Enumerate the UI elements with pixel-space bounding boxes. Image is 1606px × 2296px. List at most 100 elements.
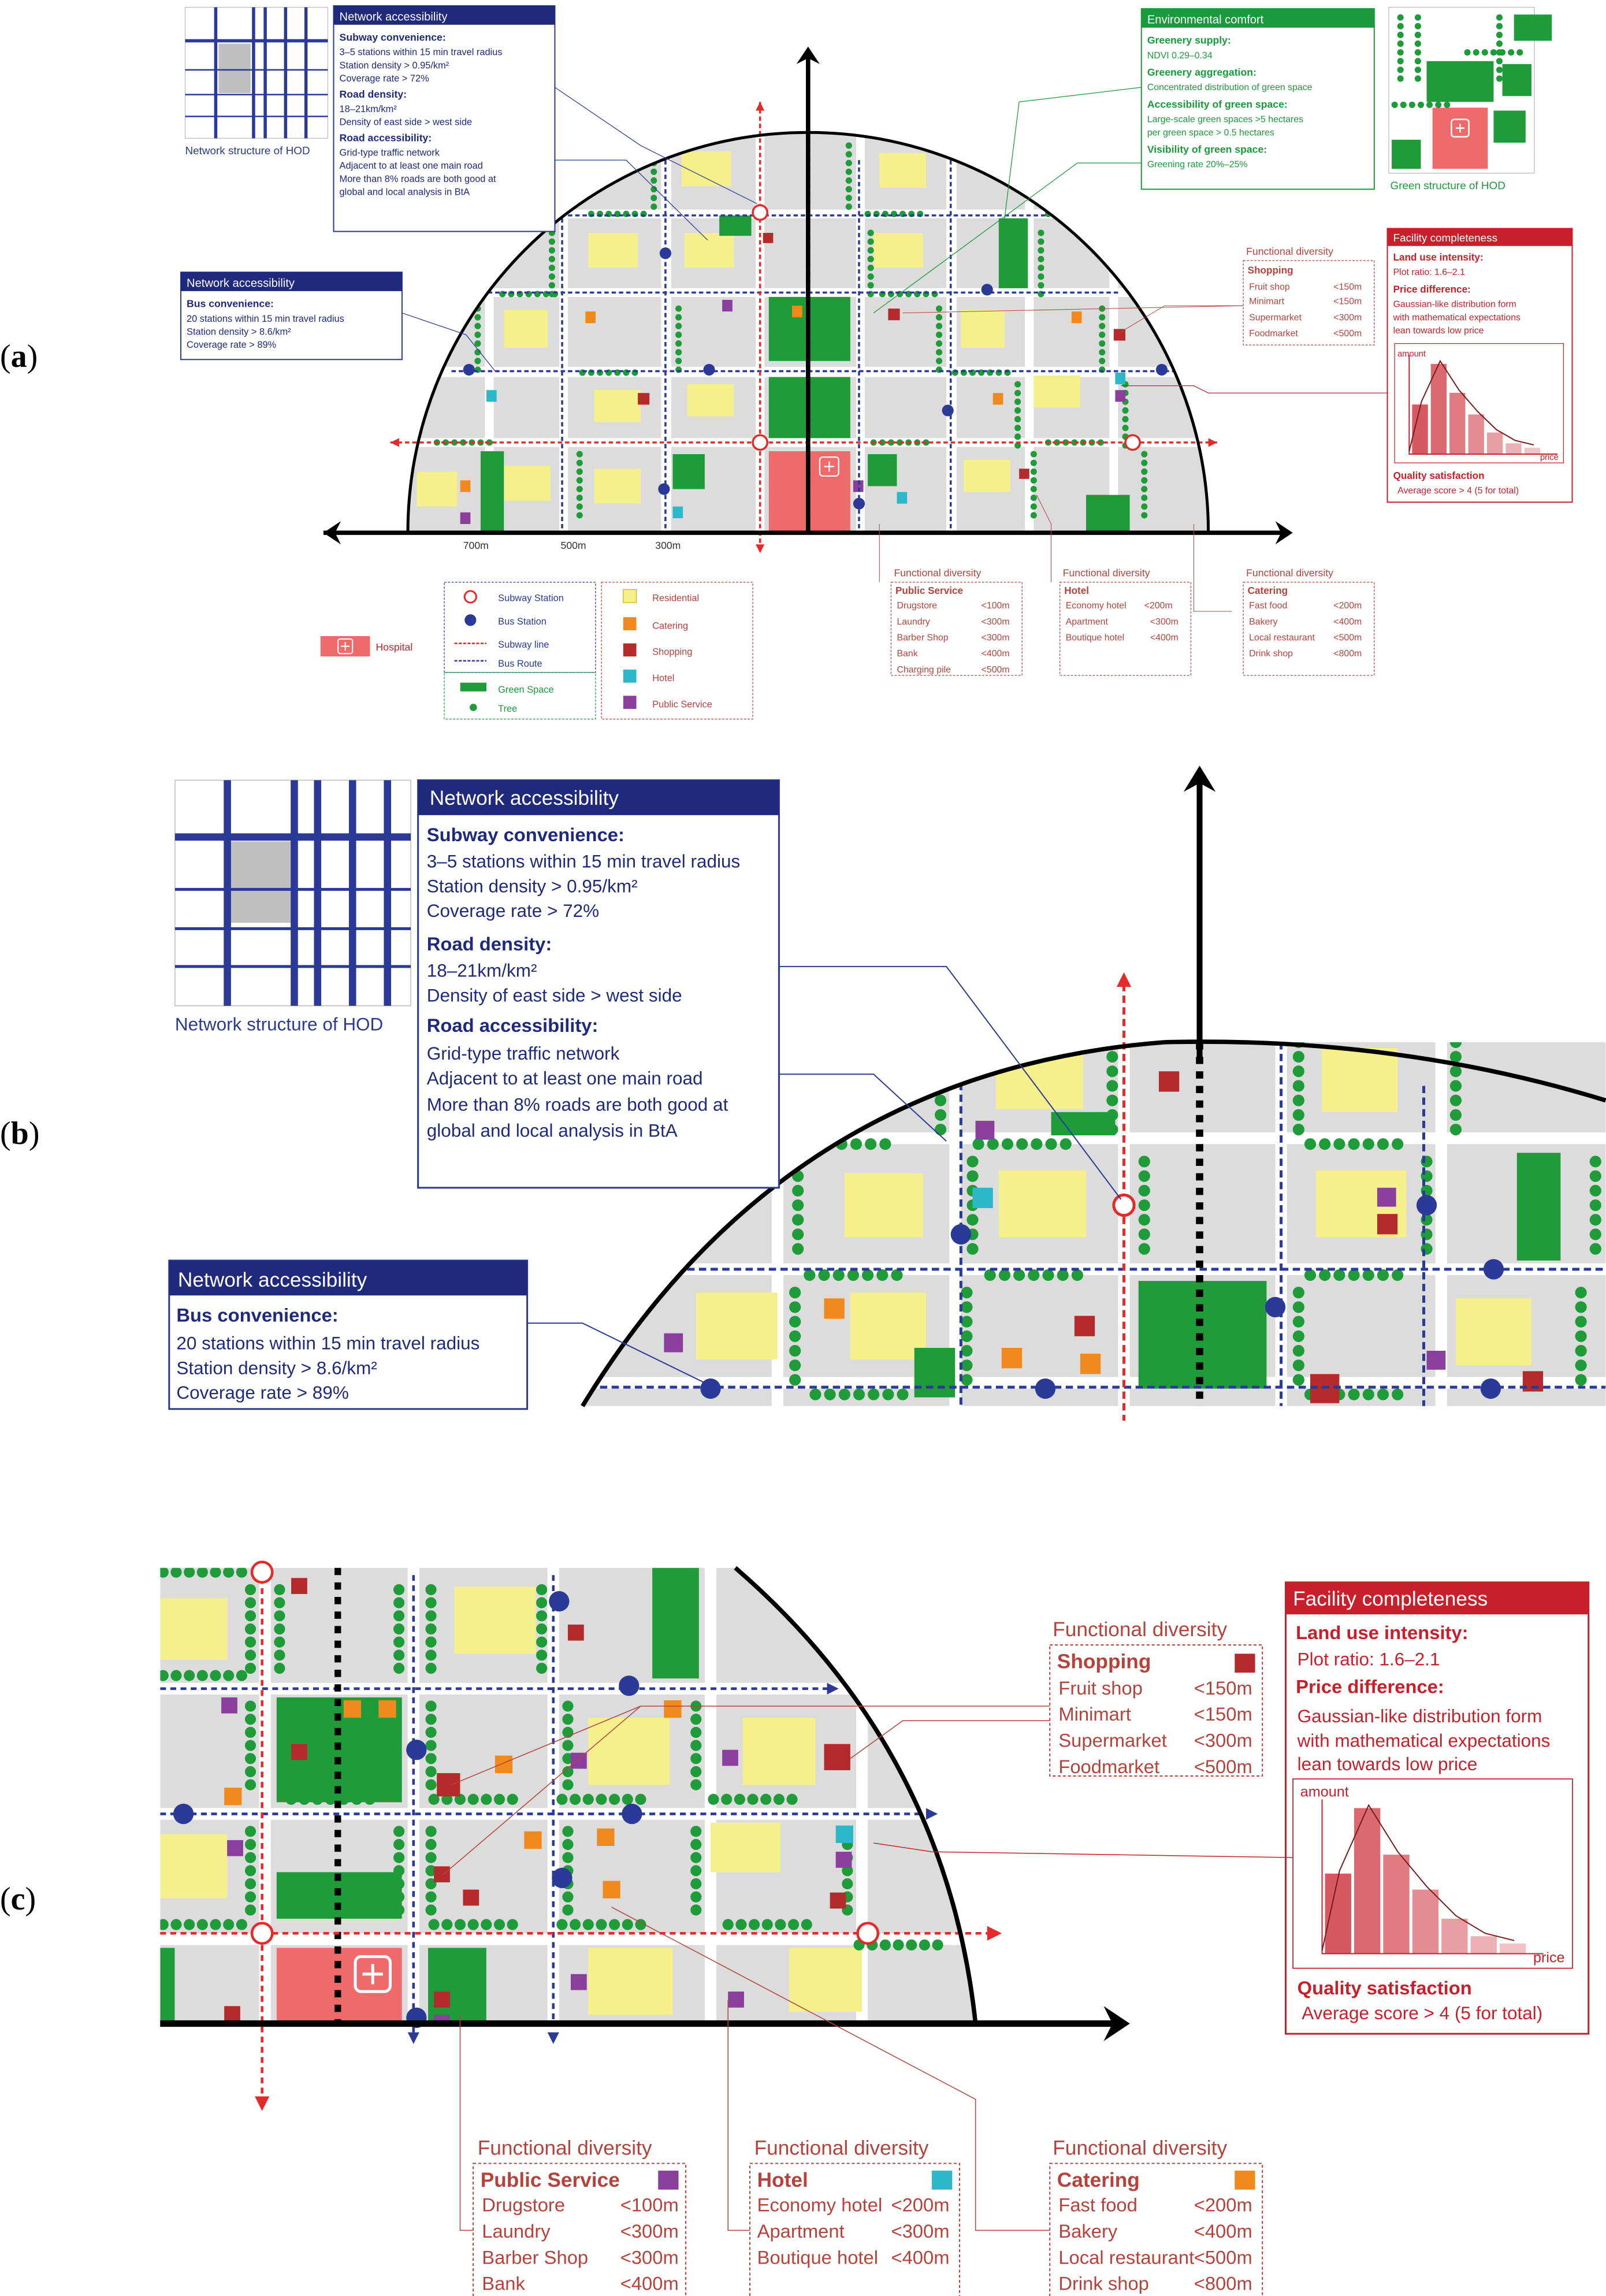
svg-text:Bank: Bank xyxy=(482,2273,525,2294)
svg-text:Green Space: Green Space xyxy=(498,685,553,695)
histogram-bar xyxy=(1470,1936,1497,1954)
svg-text:Plot ratio: 1.6–2.1: Plot ratio: 1.6–2.1 xyxy=(1298,1648,1440,1669)
histogram-bar xyxy=(1412,1889,1439,1954)
svg-text:Boutique hotel: Boutique hotel xyxy=(1066,633,1124,643)
svg-text:Foodmarket: Foodmarket xyxy=(1249,329,1298,339)
svg-text:Fruit shop: Fruit shop xyxy=(1058,1677,1143,1699)
panel-a-label: (a) xyxy=(0,339,38,374)
svg-text:Grid-type traffic network: Grid-type traffic network xyxy=(427,1043,620,1064)
svg-text:<400m: <400m xyxy=(1333,617,1362,627)
svg-text:Charging pile: Charging pile xyxy=(897,665,951,675)
svg-text:Adjacent to at least one main: Adjacent to at least one main road xyxy=(340,161,483,171)
svg-text:Hospital: Hospital xyxy=(376,641,413,653)
svg-text:Functional diversity: Functional diversity xyxy=(478,2137,652,2159)
svg-text:<200m: <200m xyxy=(1333,601,1362,611)
svg-text:<400m: <400m xyxy=(620,2273,679,2294)
svg-text:<400m: <400m xyxy=(1194,2220,1252,2242)
svg-text:Average score > 4 (5 for total: Average score > 4 (5 for total) xyxy=(1397,486,1519,496)
panel-b-label: (b) xyxy=(0,1116,40,1151)
svg-text:Station density > 8.6/km²: Station density > 8.6/km² xyxy=(187,326,291,337)
histogram-bar xyxy=(1505,443,1522,455)
svg-text:Drugstore: Drugstore xyxy=(897,601,938,611)
svg-text:Price difference:: Price difference: xyxy=(1393,283,1471,295)
svg-text:global and local analysis in B: global and local analysis in BtA xyxy=(340,187,470,198)
svg-text:Price difference:: Price difference: xyxy=(1296,1675,1444,1697)
svg-text:Drugstore: Drugstore xyxy=(482,2194,565,2216)
svg-text:<300m: <300m xyxy=(891,2220,949,2242)
svg-text:Local restaurant: Local restaurant xyxy=(1058,2246,1194,2268)
svg-text:<200m: <200m xyxy=(891,2194,949,2216)
environmental-comfort-box: Environmental comfort Greenery supply: N… xyxy=(1140,8,1375,190)
svg-text:Catering: Catering xyxy=(652,621,688,631)
svg-text:Functional diversity: Functional diversity xyxy=(1246,246,1333,257)
histogram-bar xyxy=(1524,448,1541,455)
svg-text:<150m: <150m xyxy=(1333,297,1362,307)
svg-text:Drink shop: Drink shop xyxy=(1249,649,1293,659)
svg-text:<300m: <300m xyxy=(1150,617,1179,627)
svg-text:Hotel: Hotel xyxy=(1064,585,1089,596)
svg-text:Road accessibility:: Road accessibility: xyxy=(340,132,432,143)
svg-text:3–5 stations within 15 min tra: 3–5 stations within 15 min travel radius xyxy=(427,851,741,872)
svg-text:<800m: <800m xyxy=(1194,2273,1252,2294)
svg-text:lean towards low price: lean towards low price xyxy=(1393,326,1484,336)
histogram-bar xyxy=(1383,1855,1410,1954)
facility-completeness-box-c: Facility completeness Land use intensity… xyxy=(1285,1581,1590,2035)
panel-c-label: (c) xyxy=(0,1881,36,1917)
svg-text:amount: amount xyxy=(1397,350,1426,359)
svg-text:Network accessibility: Network accessibility xyxy=(340,10,448,23)
svg-text:More than 8% roads are both go: More than 8% roads are both good at xyxy=(427,1094,728,1114)
svg-text:Fast food: Fast food xyxy=(1058,2194,1137,2216)
svg-text:Grid-type traffic network: Grid-type traffic network xyxy=(340,148,440,158)
svg-text:Density of east side > west si: Density of east side > west side xyxy=(340,117,473,128)
svg-text:More than 8% roads are both go: More than 8% roads are both good at xyxy=(340,174,496,184)
svg-text:Accessibility of green space:: Accessibility of green space: xyxy=(1147,98,1288,110)
svg-text:<500m: <500m xyxy=(1194,1756,1252,1777)
svg-text:Functional diversity: Functional diversity xyxy=(894,567,981,579)
svg-text:Coverage rate > 89%: Coverage rate > 89% xyxy=(187,340,276,350)
svg-text:Coverage rate > 72%: Coverage rate > 72% xyxy=(427,900,599,921)
svg-text:Public Service: Public Service xyxy=(895,585,963,596)
svg-text:price: price xyxy=(1533,1950,1565,1966)
distance-300: 300m xyxy=(655,540,681,551)
svg-text:Economy hotel: Economy hotel xyxy=(757,2194,883,2216)
svg-text:Network accessibility: Network accessibility xyxy=(178,1269,367,1291)
svg-text:Laundry: Laundry xyxy=(897,617,930,627)
svg-text:Facility completeness: Facility completeness xyxy=(1393,232,1497,244)
svg-text:with mathematical expectations: with mathematical expectations xyxy=(1393,313,1521,322)
network-accessibility-subway-box: Network accessibility Subway convenience… xyxy=(333,5,556,232)
svg-text:global and local analysis in B: global and local analysis in BtA xyxy=(427,1120,678,1141)
svg-text:Subway line: Subway line xyxy=(498,640,549,650)
svg-text:Apartment: Apartment xyxy=(757,2220,845,2242)
svg-text:Station density > 0.95/km²: Station density > 0.95/km² xyxy=(427,875,638,896)
svg-text:<300m: <300m xyxy=(982,633,1010,643)
green-structure-mini xyxy=(1388,6,1552,174)
svg-text:Plot ratio: 1.6–2.1: Plot ratio: 1.6–2.1 xyxy=(1393,268,1465,277)
distance-500: 500m xyxy=(561,540,586,551)
network-accessibility-subway-box-b: Network accessibility Subway convenience… xyxy=(417,779,780,1189)
svg-text:price: price xyxy=(1540,453,1559,462)
svg-text:Catering: Catering xyxy=(1248,585,1288,596)
svg-text:Subway convenience:: Subway convenience: xyxy=(340,32,446,43)
svg-text:20 stations within 15 min trav: 20 stations within 15 min travel radius xyxy=(176,1332,479,1353)
svg-text:Bus Station: Bus Station xyxy=(498,616,547,627)
svg-text:Boutique hotel: Boutique hotel xyxy=(757,2246,878,2268)
svg-text:<500m: <500m xyxy=(982,665,1010,675)
svg-text:Large-scale green spaces >5 he: Large-scale green spaces >5 hectares xyxy=(1147,115,1303,125)
functional-hotel-box-c: Functional diversity Hotel Economy hotel… xyxy=(749,2137,960,2296)
svg-text:Network accessibility: Network accessibility xyxy=(430,787,619,809)
functional-shopping-box-a: Functional diversity Shopping Fruit shop… xyxy=(1243,246,1375,345)
facility-completeness-box: Facility completeness Land use intensity… xyxy=(1386,228,1573,503)
svg-text:<150m: <150m xyxy=(1333,282,1362,292)
svg-text:Bus Route: Bus Route xyxy=(498,659,542,669)
network-structure-mini xyxy=(184,6,329,139)
svg-text:<300m: <300m xyxy=(982,617,1010,627)
network-accessibility-bus-box-b: Network accessibility Bus convenience: 2… xyxy=(168,1260,529,1410)
svg-text:with mathematical expectations: with mathematical expectations xyxy=(1297,1730,1551,1751)
svg-text:<400m: <400m xyxy=(891,2246,949,2268)
functional-hotel-box-a: Functional diversity Hotel Economy hotel… xyxy=(1059,567,1192,676)
svg-text:<300m: <300m xyxy=(1194,1730,1252,1751)
svg-text:<100m: <100m xyxy=(982,601,1010,611)
svg-text:NDVI 0.29–0.34: NDVI 0.29–0.34 xyxy=(1147,51,1213,61)
histogram-bar xyxy=(1468,414,1484,455)
svg-text:Minimart: Minimart xyxy=(1058,1703,1131,1725)
